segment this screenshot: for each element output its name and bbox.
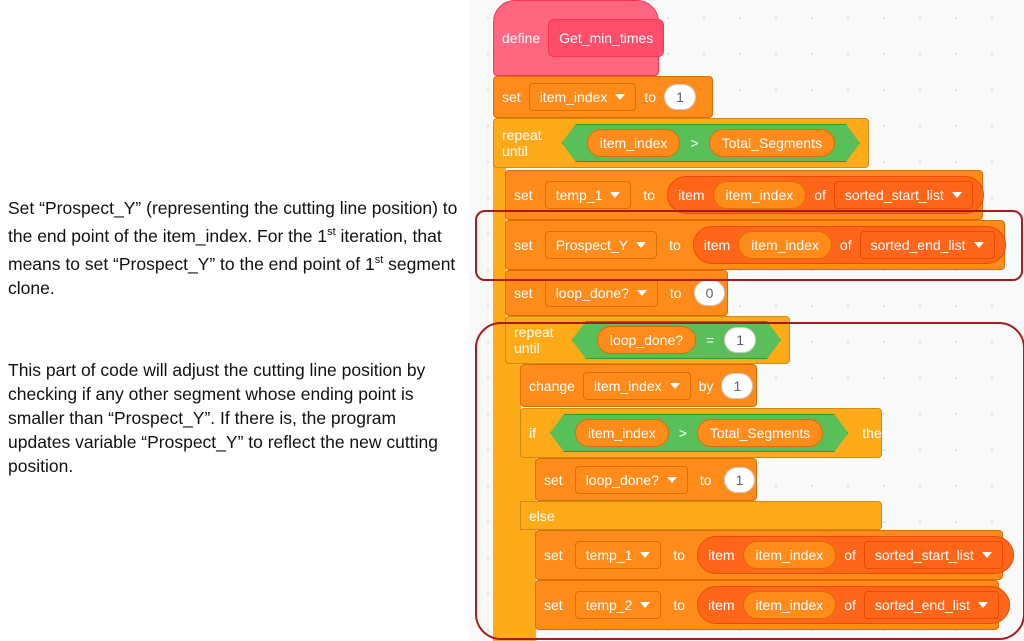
annotation-prospect: Set “Prospect_Y” (representing the cutti… bbox=[8, 198, 458, 298]
label: repeat until bbox=[502, 127, 542, 159]
inner-repeat-arm bbox=[505, 345, 521, 641]
repeat-until-block[interactable]: repeat until item_index>Total_Segments bbox=[493, 118, 869, 168]
greater-than-operator[interactable]: item_index>Total_Segments bbox=[550, 414, 848, 452]
label: set bbox=[514, 237, 533, 253]
label: then bbox=[862, 425, 890, 441]
greater-than-operator[interactable]: item_index>Total_Segments bbox=[562, 124, 860, 162]
reporter[interactable]: item_index bbox=[712, 181, 807, 209]
change-item-index-block[interactable]: change item_index by 1 bbox=[520, 364, 757, 407]
if-arm bbox=[520, 440, 536, 641]
set-loop-done-1-block[interactable]: set loop_done? to 1 bbox=[535, 458, 757, 501]
reporter[interactable]: Total_Segments bbox=[709, 129, 835, 157]
define-block[interactable]: define Get_min_times bbox=[493, 0, 665, 76]
label: if bbox=[529, 425, 536, 441]
label: set bbox=[514, 285, 533, 301]
number-input[interactable]: 1 bbox=[721, 372, 754, 399]
list-dropdown[interactable]: sorted_end_list bbox=[863, 591, 999, 619]
variable-dropdown[interactable]: item_index bbox=[582, 371, 691, 400]
variable-dropdown[interactable]: Prospect_Y bbox=[544, 231, 658, 259]
label: to bbox=[673, 547, 686, 563]
variable-dropdown[interactable]: temp_1 bbox=[574, 541, 662, 569]
repeat-arm bbox=[493, 150, 506, 641]
reporter[interactable]: Total_Segments bbox=[697, 419, 823, 447]
label: to bbox=[673, 597, 686, 613]
label: to bbox=[669, 285, 682, 301]
list-dropdown[interactable]: sorted_start_list bbox=[863, 541, 1003, 569]
list-dropdown[interactable]: sorted_start_list bbox=[833, 181, 973, 209]
variable-dropdown[interactable]: loop_done? bbox=[574, 465, 688, 494]
highlight-box-loop bbox=[475, 322, 1024, 640]
label: set bbox=[514, 187, 533, 203]
reporter[interactable]: loop_done? bbox=[597, 326, 696, 354]
set-loop-done-block[interactable]: set loop_done? to 0 bbox=[505, 270, 728, 316]
reporter[interactable]: item_index bbox=[738, 231, 832, 259]
number-input[interactable]: 1 bbox=[724, 327, 756, 353]
label: to bbox=[699, 471, 712, 488]
repeat-until-loop-done-block[interactable]: repeat until loop_done?=1 bbox=[505, 316, 790, 364]
variable-dropdown[interactable]: item_index bbox=[528, 83, 637, 111]
label: to bbox=[644, 89, 657, 105]
reporter[interactable]: item_index bbox=[742, 591, 837, 619]
number-input[interactable]: 1 bbox=[723, 466, 756, 493]
label: to bbox=[669, 237, 681, 253]
annotation-loop: This part of code will adjust the cuttin… bbox=[8, 360, 438, 476]
variable-dropdown[interactable]: temp_1 bbox=[544, 181, 632, 209]
proc-name: Get_min_times bbox=[548, 19, 665, 57]
list-dropdown[interactable]: sorted_end_list bbox=[859, 231, 995, 259]
label: by bbox=[698, 377, 714, 394]
reporter[interactable]: item_index bbox=[575, 419, 669, 447]
reporter[interactable]: item_index bbox=[742, 541, 837, 569]
label: else bbox=[529, 507, 555, 524]
define-label: define bbox=[502, 30, 541, 46]
variable-dropdown[interactable]: loop_done? bbox=[544, 279, 658, 307]
label: set bbox=[544, 597, 563, 613]
label: set bbox=[502, 89, 521, 105]
label: to bbox=[643, 187, 656, 203]
label: change bbox=[529, 377, 575, 394]
label: set bbox=[544, 471, 563, 488]
number-input[interactable]: 1 bbox=[664, 84, 696, 110]
highlight-box-prospect bbox=[475, 210, 1023, 281]
equals-operator[interactable]: loop_done?=1 bbox=[572, 321, 781, 359]
label: set bbox=[544, 547, 563, 563]
reporter[interactable]: item_index bbox=[587, 129, 681, 157]
number-input[interactable]: 0 bbox=[693, 280, 726, 306]
label: repeat until bbox=[514, 324, 554, 356]
if-block[interactable]: if item_index>Total_Segments then bbox=[520, 408, 890, 458]
variable-dropdown[interactable]: temp_2 bbox=[574, 591, 662, 619]
set-item-index-block[interactable]: set item_index to 1 bbox=[493, 76, 713, 118]
else-block: else bbox=[520, 501, 882, 530]
